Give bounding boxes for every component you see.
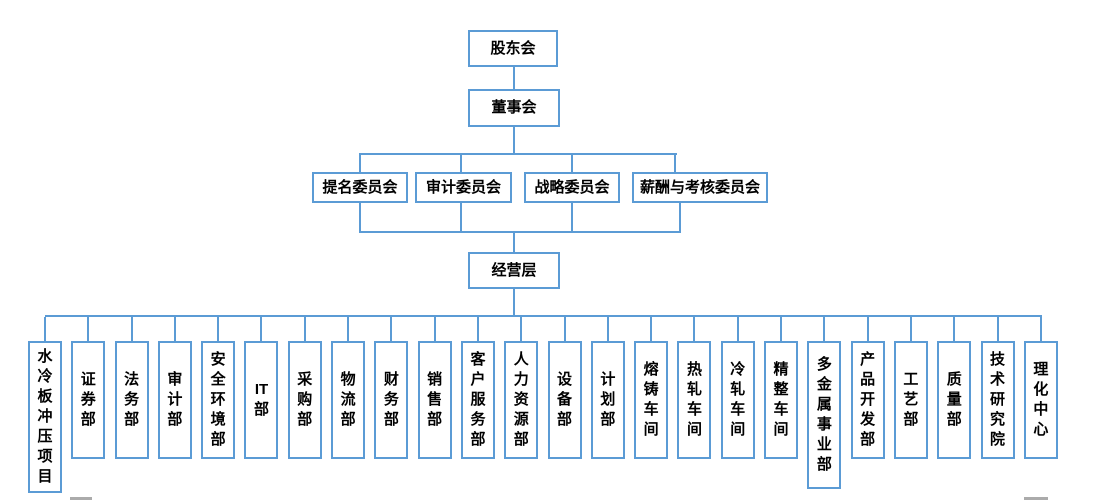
dept-label: 技术研究院 [990, 351, 1006, 448]
department-row: 水冷板冲压项目 证券部 法务部 审计部 安全环境部 IT部 采购部 物流部 财务… [28, 317, 1058, 493]
connector-riser-committee-2 [460, 202, 462, 233]
dept-label: 销售部 [427, 371, 443, 428]
dept-technology-research-institute: 技术研究院 [980, 317, 1015, 459]
connector-riser-committee-1 [359, 202, 361, 233]
cutoff-shape-right [1024, 497, 1048, 500]
dept-sales: 销售部 [417, 317, 452, 459]
dept-hot-rolling-workshop: 热轧车间 [677, 317, 712, 459]
node-label: 薪酬与考核委员会 [639, 178, 760, 196]
node-label: 股东会 [490, 39, 536, 57]
dept-label: 物流部 [340, 371, 356, 428]
dept-label: 证券部 [80, 371, 96, 428]
dept-logistics: 物流部 [331, 317, 366, 459]
dept-casting-workshop: 熔铸车间 [634, 317, 669, 459]
connector-riser-committee-3 [571, 202, 573, 233]
dept-label: 精整车间 [773, 361, 789, 438]
dept-multi-metal-business-division: 多金属事业部 [807, 317, 842, 489]
node-label: 审计委员会 [425, 178, 501, 196]
dept-customer-service: 客户服务部 [460, 317, 495, 459]
dept-quality: 质量部 [937, 317, 972, 459]
dept-product-development: 产品开发部 [850, 317, 885, 459]
connector-committee-top-rail [359, 153, 677, 155]
dept-cold-rolling-workshop: 冷轧车间 [720, 317, 755, 459]
dept-label: 工艺部 [903, 371, 919, 428]
dept-legal: 法务部 [114, 317, 149, 459]
dept-human-resources: 人力资源部 [504, 317, 539, 459]
dept-label: IT部 [253, 381, 269, 418]
connector-share-board [513, 66, 515, 90]
dept-label: 人力资源部 [513, 351, 529, 448]
dept-water-cooled-plate-stamping-project: 水冷板冲压项目 [28, 317, 62, 493]
dept-label: 多金属事业部 [816, 356, 832, 473]
dept-finishing-workshop: 精整车间 [764, 317, 799, 459]
dept-label: 计划部 [600, 371, 616, 428]
dept-label: 法务部 [124, 371, 140, 428]
dept-physicochemical-center: 理化中心 [1023, 317, 1058, 459]
dept-safety-environment: 安全环境部 [201, 317, 236, 459]
connector-board-down [513, 126, 515, 154]
node-label: 经营层 [491, 261, 537, 279]
dept-it: IT部 [244, 317, 279, 459]
dept-procurement: 采购部 [287, 317, 322, 459]
dept-label: 审计部 [167, 371, 183, 428]
connector-drop-committee-4 [674, 154, 676, 173]
node-board-of-directors: 董事会 [468, 89, 560, 127]
connector-drop-committee-1 [359, 154, 361, 173]
connector-department-rail [45, 315, 1042, 317]
node-management-level: 经营层 [468, 252, 560, 289]
node-committee-nomination: 提名委员会 [312, 172, 408, 203]
dept-securities: 证券部 [71, 317, 106, 459]
connector-riser-committee-4 [679, 202, 681, 233]
connector-drop-committee-3 [571, 154, 573, 173]
dept-audit: 审计部 [157, 317, 192, 459]
dept-finance: 财务部 [374, 317, 409, 459]
dept-planning: 计划部 [590, 317, 625, 459]
node-label: 提名委员会 [322, 178, 398, 196]
connector-management-down [513, 288, 515, 316]
dept-process: 工艺部 [893, 317, 928, 459]
node-committee-audit: 审计委员会 [415, 172, 512, 203]
dept-label: 设备部 [557, 371, 573, 428]
dept-label: 财务部 [383, 371, 399, 428]
connector-committee-bottom-rail [359, 231, 681, 233]
node-label: 董事会 [491, 99, 537, 116]
connector-to-management [513, 232, 515, 252]
dept-label: 客户服务部 [470, 351, 486, 448]
dept-label: 水冷板冲压项目 [37, 348, 53, 485]
dept-label: 冷轧车间 [730, 361, 746, 438]
dept-label: 熔铸车间 [643, 361, 659, 438]
node-label: 战略委员会 [534, 178, 610, 196]
dept-label: 热轧车间 [686, 361, 702, 438]
cutoff-shape-left [70, 497, 92, 500]
dept-label: 产品开发部 [860, 351, 876, 448]
node-committee-remuneration-assessment: 薪酬与考核委员会 [632, 172, 768, 203]
node-committee-strategy: 战略委员会 [524, 172, 620, 203]
dept-label: 采购部 [297, 371, 313, 428]
node-shareholders-meeting: 股东会 [468, 30, 558, 67]
dept-label: 理化中心 [1033, 361, 1049, 438]
dept-label: 质量部 [946, 371, 962, 428]
dept-equipment: 设备部 [547, 317, 582, 459]
connector-drop-committee-2 [460, 154, 462, 173]
dept-label: 安全环境部 [210, 351, 226, 448]
